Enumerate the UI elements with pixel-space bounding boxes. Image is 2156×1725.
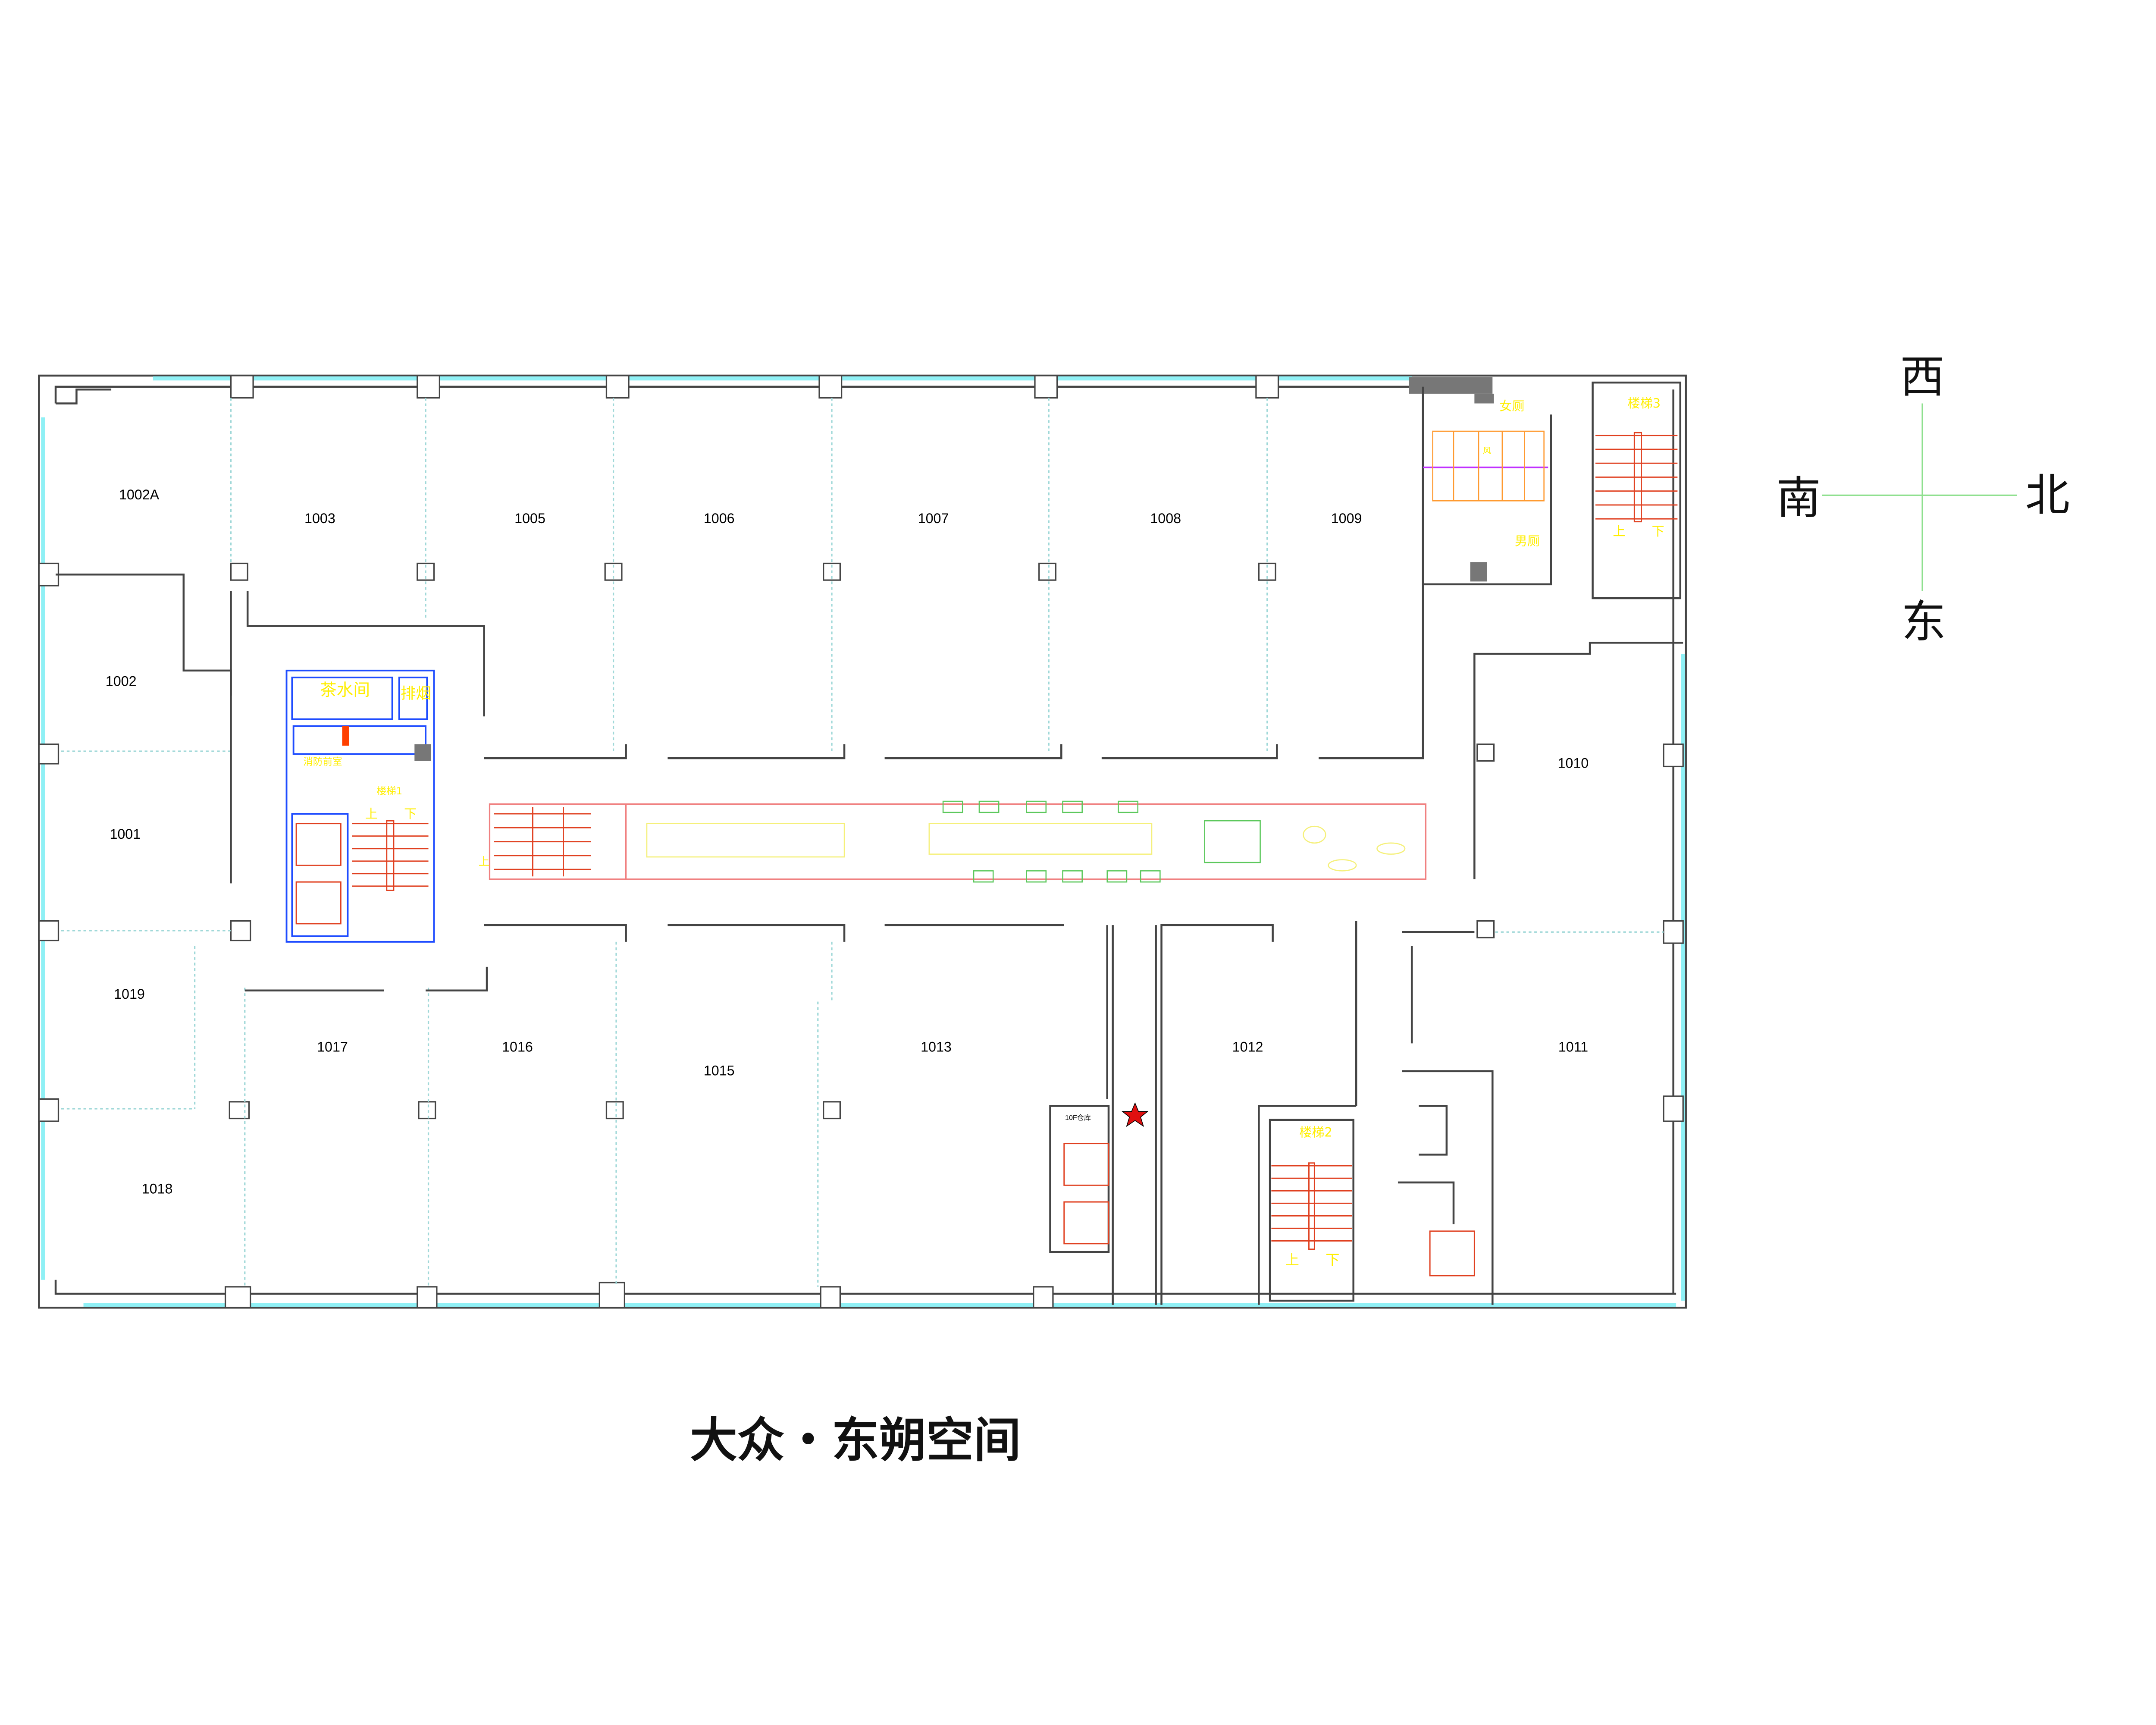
mens-restroom-label: 男厕: [1515, 534, 1540, 549]
room-1017: 1017: [317, 1039, 348, 1055]
womens-restroom-label: 女厕: [1499, 399, 1524, 414]
stair2-label: 楼梯2: [1299, 1125, 1332, 1139]
room-1008: 1008: [1150, 511, 1181, 526]
room-labels: 1002A 1003 1005 1006 1007 1008 1009 1002…: [106, 487, 1589, 1197]
plan-title: 大众・东朔空间: [690, 1412, 1021, 1468]
restroom-block: 女厕 男厕 风 楼梯3 上 下: [1409, 377, 1682, 599]
building-walls: [38, 374, 1687, 1309]
compass-south: 南: [1776, 472, 1821, 524]
central-core: 茶水间 排烟 消防前室 楼梯1 上 下: [285, 669, 435, 943]
stair2-down-label: 下: [1326, 1251, 1339, 1268]
room-1002: 1002: [106, 673, 137, 689]
room-1005: 1005: [514, 511, 545, 526]
room-1012: 1012: [1232, 1039, 1263, 1055]
stair3-label: 楼梯3: [1628, 396, 1661, 411]
room-1006: 1006: [704, 511, 735, 526]
room-1001: 1001: [110, 826, 141, 842]
south-core: 10F仓库 楼梯2 上 下: [1049, 1070, 1494, 1305]
room-1015: 1015: [704, 1063, 735, 1079]
compass-north: 北: [2025, 470, 2070, 521]
room-1003: 1003: [304, 511, 335, 526]
compass-east: 东: [1902, 596, 1946, 648]
storage-label: 10F仓库: [1065, 1114, 1091, 1122]
room-1019: 1019: [114, 986, 145, 1002]
room-1007: 1007: [918, 511, 949, 526]
stair1-label: 楼梯1: [376, 786, 402, 797]
wind-label: 风: [1483, 446, 1491, 456]
tea-room-label: 茶水间: [320, 681, 370, 700]
fire-lobby-label: 消防前室: [303, 756, 342, 768]
columns: [38, 375, 1684, 1308]
room-1016: 1016: [502, 1039, 533, 1055]
stair3-down-label: 下: [1652, 524, 1664, 539]
corridor-feature: 上: [479, 800, 1427, 883]
smoke-exhaust-label: 排烟: [401, 684, 431, 702]
room-1011: 1011: [1558, 1039, 1588, 1055]
stair2-up-label: 上: [1285, 1251, 1299, 1268]
compass: 西 南 北 东: [1776, 351, 2070, 648]
location-marker-star-icon: [1121, 1102, 1149, 1127]
room-1018: 1018: [142, 1181, 173, 1197]
stair1-down-label: 下: [404, 806, 417, 821]
compass-west: 西: [1900, 351, 1944, 403]
room-1009: 1009: [1331, 511, 1362, 526]
room-1013: 1013: [921, 1039, 952, 1055]
room-1002A: 1002A: [119, 487, 160, 502]
stair1-up-label: 上: [365, 806, 378, 821]
room-1010: 1010: [1558, 756, 1589, 771]
stair3-up-label: 上: [1613, 524, 1625, 539]
corridor-up-label: 上: [479, 855, 490, 868]
partitions: [56, 389, 1683, 1305]
